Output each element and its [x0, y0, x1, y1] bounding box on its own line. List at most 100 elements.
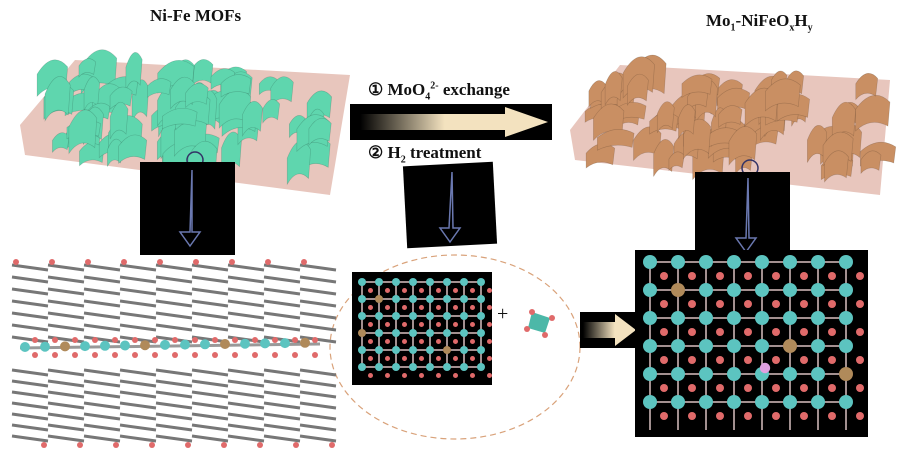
oxygen-atom [744, 272, 752, 280]
oxygen-atom [453, 305, 458, 310]
linker [83, 401, 121, 410]
oxygen-atom [368, 356, 373, 361]
metal-atom [671, 367, 685, 381]
oxygen-atom [688, 384, 696, 392]
moo4-tetrahedron [524, 309, 555, 338]
metal-atom [477, 346, 485, 354]
linker [299, 390, 337, 399]
oxygen-atom [301, 259, 307, 265]
linker [155, 368, 193, 377]
oxygen-atom [329, 442, 335, 448]
metal-atom [260, 338, 270, 349]
oxygen-atom [32, 337, 38, 343]
linker [47, 434, 85, 443]
nanosheet [653, 139, 675, 177]
metal-atom [375, 363, 383, 371]
oxygen-atom [72, 352, 78, 358]
secondary-arrow-icon [583, 314, 636, 346]
linker [299, 275, 337, 284]
nanosheet [242, 100, 263, 138]
oxygen-atom [772, 328, 780, 336]
oxygen-atom [402, 322, 407, 327]
linker [227, 434, 265, 443]
linker [263, 401, 301, 410]
metal-atom [477, 295, 485, 303]
linker [119, 412, 157, 421]
linker [11, 275, 49, 284]
oxygen-atom [152, 337, 158, 343]
linker [155, 434, 193, 443]
linker [191, 368, 229, 377]
metal-atom [643, 367, 657, 381]
linker [11, 335, 49, 344]
right-zoom-box [695, 172, 790, 260]
metal-atom [20, 342, 30, 352]
oxygen-atom [487, 356, 492, 361]
oxygen-atom [52, 352, 58, 358]
linker [11, 323, 49, 332]
oxygen-atom [772, 384, 780, 392]
oxygen-atom [419, 288, 424, 293]
linker [263, 379, 301, 388]
oxygen-atom [77, 442, 83, 448]
linker [263, 323, 301, 332]
metal-atom [477, 363, 485, 371]
linker [191, 423, 229, 432]
metal-atom [671, 255, 685, 269]
metal-atom [358, 363, 366, 371]
oxygen-atom [368, 339, 373, 344]
metal-atom [699, 367, 713, 381]
oxygen-atom [312, 352, 318, 358]
left-title: Ni-Fe MOFs [150, 6, 242, 25]
metal-atom [839, 255, 853, 269]
linker [299, 299, 337, 308]
linker [11, 423, 49, 432]
oxygen-atom [312, 337, 318, 343]
mo-atom [671, 283, 685, 297]
oxygen-atom [487, 322, 492, 327]
oxygen-atom [744, 300, 752, 308]
oxygen-atom [800, 300, 808, 308]
linker [11, 263, 49, 272]
metal-atom [699, 255, 713, 269]
nanosheet [109, 86, 133, 110]
metal-atom [60, 341, 70, 352]
oxygen-atom [193, 259, 199, 265]
metal-atom [727, 339, 741, 353]
metal-atom [477, 329, 485, 337]
linker [11, 299, 49, 308]
oxygen-atom [453, 356, 458, 361]
linker [119, 311, 157, 320]
mo-atom [443, 346, 451, 354]
metal-atom [811, 311, 825, 325]
metal-atom [699, 311, 713, 325]
oxygen-atom [402, 288, 407, 293]
linker [263, 287, 301, 296]
linker [119, 368, 157, 377]
linker [11, 390, 49, 399]
oxygen-atom [385, 288, 390, 293]
plus-sign: + [497, 303, 509, 325]
oxygen-atom [800, 356, 808, 364]
oxygen-atom [660, 356, 668, 364]
oxygen-atom [419, 339, 424, 344]
step1-label: ① MoO42- exchange [368, 80, 510, 102]
formula-sup: 2- [430, 80, 439, 92]
oxygen-atom [453, 339, 458, 344]
linker [227, 390, 265, 399]
oxygen-atom [744, 328, 752, 336]
oxygen-atom [172, 352, 178, 358]
oxygen-atom [232, 352, 238, 358]
oxygen-atom [41, 442, 47, 448]
oxygen-atom [112, 337, 118, 343]
linker [83, 368, 121, 377]
metal-atom [443, 329, 451, 337]
oxygen-atom [856, 328, 864, 336]
metal-atom [839, 395, 853, 409]
linker [155, 412, 193, 421]
linker [191, 287, 229, 296]
nanosheet [286, 140, 311, 186]
linker [227, 323, 265, 332]
linker [119, 379, 157, 388]
step-marker: ② [368, 143, 384, 162]
